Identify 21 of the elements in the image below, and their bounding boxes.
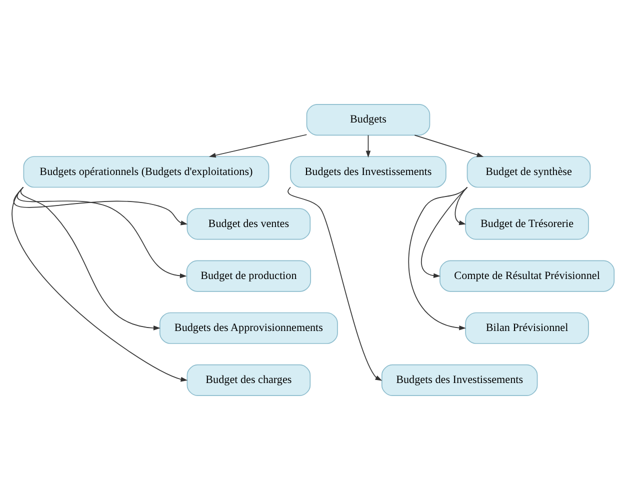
node-box: Budgets des Approvisionnements [159,312,338,344]
node-box: Budget des charges [186,364,311,396]
node-box: Budgets opérationnels (Budgets d'exploitations) [23,156,270,188]
arrow [421,186,468,278]
arrow [208,134,308,158]
arrow [288,186,382,380]
arrow [12,186,188,382]
node-box: Budgets [306,103,430,136]
node-box: Budgets des Investissements [290,156,446,188]
node-box: Budget de synthèse [466,156,591,188]
node-box: Compte de Résultat Prévisionnel [440,260,615,292]
arrow [16,186,187,278]
arrow [366,134,371,158]
node-box: Budget de production [186,260,312,292]
node-box: Budget de Trésorerie [465,208,589,240]
arrow [414,134,484,157]
arrow [14,186,188,225]
node-box: Bilan Prévisionnel [465,312,589,344]
node-box: Budget des ventes [186,208,311,240]
arrow [408,186,468,330]
node-box: Budgets des Investissements [381,364,538,396]
